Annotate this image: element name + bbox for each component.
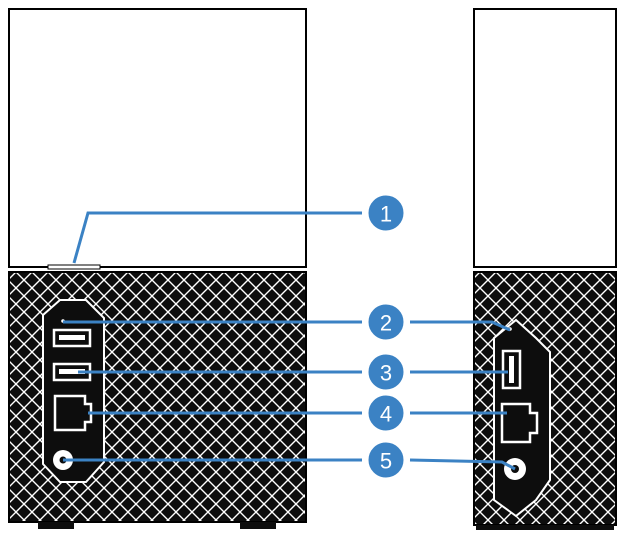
- usb-port-1-icon: [52, 328, 92, 348]
- ethernet-port-icon: [53, 394, 93, 432]
- leader-line-1: [72, 211, 362, 264]
- usb-port-2-icon: [52, 362, 92, 382]
- right-usb-port-icon: [501, 349, 522, 390]
- leader-lines: [63, 211, 516, 471]
- callouts: 1 2 3 4 5: [365, 192, 407, 481]
- right-device-top-body: [473, 8, 617, 268]
- right-ethernet-port-icon: [500, 402, 539, 444]
- left-device-top-body: [8, 8, 307, 268]
- right-device: [473, 8, 617, 530]
- left-port-panel: [42, 299, 105, 483]
- callout-4: 4: [365, 392, 407, 434]
- right-device-foot: [476, 525, 614, 530]
- left-device: [8, 8, 307, 529]
- callout-3-label: 3: [380, 361, 392, 386]
- leader-line-5-right: [409, 458, 516, 471]
- callout-4-label: 4: [380, 402, 392, 427]
- callout-2-label: 2: [380, 311, 392, 336]
- callout-1: 1: [365, 192, 407, 234]
- left-device-foot-left: [38, 522, 74, 529]
- callout-5-label: 5: [380, 449, 392, 474]
- leader-line-2-right: [410, 320, 511, 332]
- callout-5: 5: [365, 439, 407, 481]
- power-indicator-light-icon: [47, 264, 101, 270]
- callout-3: 3: [365, 351, 407, 393]
- left-device-foot-right: [240, 522, 276, 529]
- callout-2: 2: [365, 301, 407, 343]
- callout-1-label: 1: [380, 202, 392, 227]
